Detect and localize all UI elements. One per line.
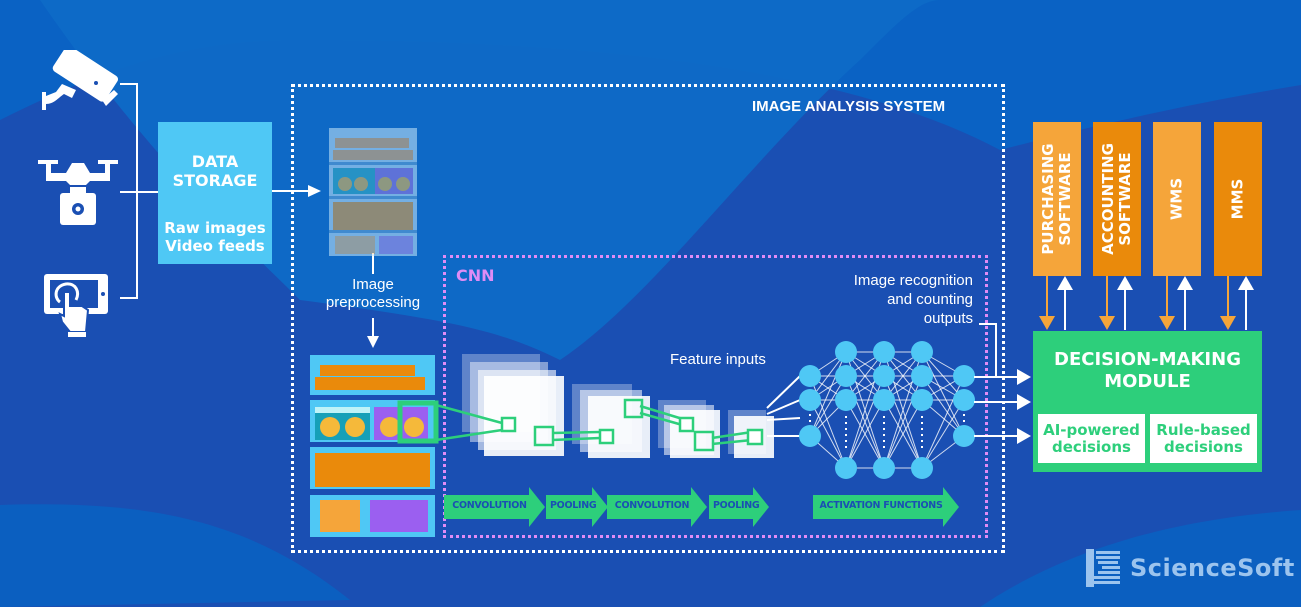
image-preprocessing-label: Image preprocessing	[313, 276, 433, 312]
nn-node	[799, 389, 821, 411]
feature-map-1d	[484, 376, 564, 456]
feature-map-2c	[588, 396, 650, 458]
down-arrow-head	[1220, 316, 1236, 330]
nn-connection	[921, 375, 965, 437]
system-box-4: MMS	[1214, 122, 1262, 276]
image-analysis-system-title: IMAGE ANALYSIS SYSTEM	[752, 98, 946, 115]
nn-connection	[921, 399, 965, 469]
dmm-title-line1: DECISION-MAKING	[1054, 349, 1241, 370]
nn-node	[873, 365, 895, 387]
up-arrow-head	[1177, 276, 1193, 290]
nn-node	[911, 341, 933, 363]
nn-node	[873, 389, 895, 411]
stage-label: CONVOLUTION	[614, 500, 690, 511]
nn-connection	[921, 375, 965, 469]
down-arrow-head	[1159, 316, 1175, 330]
outputs-line1: Image recognition	[853, 272, 973, 289]
cnn-border	[443, 255, 988, 538]
tablet-touch-icon	[44, 274, 108, 337]
down-arrow-head	[1039, 316, 1055, 330]
stage-arrow-5: ACTIVATION FUNCTIONS	[813, 487, 959, 527]
sciencesoft-logo-icon	[1086, 549, 1120, 587]
nn-connection	[809, 375, 847, 437]
nn-node	[873, 457, 895, 479]
shelf-image-raw	[329, 128, 417, 256]
nn-node	[911, 457, 933, 479]
nn-node	[953, 389, 975, 411]
ai-line2: decisions	[1052, 437, 1131, 456]
nn-node	[835, 341, 857, 363]
system-box-3: WMS	[1153, 122, 1201, 276]
nn-node	[953, 425, 975, 447]
data-storage-sub-line2: Video feeds	[165, 237, 265, 255]
nn-node	[799, 425, 821, 447]
preprocessing-line2: preprocessing	[325, 294, 421, 311]
nn-connection	[845, 399, 885, 469]
drone-camera-icon	[38, 160, 118, 225]
nn-node	[835, 457, 857, 479]
shelf-image-processed	[310, 355, 439, 537]
rule-line2: decisions	[1164, 437, 1243, 456]
nn-connection	[809, 351, 847, 437]
preprocessing-line1: Image	[352, 276, 394, 293]
security-camera-icon	[42, 50, 119, 110]
image-analysis-system-border	[291, 84, 1005, 553]
outputs-line3: outputs	[923, 310, 973, 327]
data-storage-sub-line1: Raw images	[164, 219, 266, 237]
dmm-title-line2: MODULE	[1104, 371, 1191, 392]
nn-node	[835, 389, 857, 411]
data-storage-title-line2: STORAGE	[172, 171, 258, 190]
decision-making-module: DECISION-MAKING MODULE AI-powered decisi…	[1033, 331, 1262, 472]
stage-label: ACTIVATION FUNCTIONS	[819, 500, 943, 511]
nn-node	[873, 341, 895, 363]
nn-connection	[921, 351, 965, 437]
stage-arrow-4: POOLING	[709, 487, 769, 527]
nn-node	[953, 365, 975, 387]
up-arrow-head	[1117, 276, 1133, 290]
rule-based-decisions: Rule-based decisions	[1150, 414, 1257, 463]
nn-node	[911, 365, 933, 387]
nn-connection	[883, 399, 923, 469]
ai-line1: AI-powered	[1043, 420, 1140, 439]
rule-line1: Rule-based	[1156, 420, 1251, 439]
up-arrow-head	[1238, 276, 1254, 290]
up-arrow-head	[1057, 276, 1073, 290]
stage-arrow-1: CONVOLUTION	[444, 487, 545, 527]
outputs-line2: and counting	[887, 291, 973, 308]
data-storage-box: DATA STORAGE Raw images Video feeds	[158, 122, 272, 264]
nn-node	[911, 389, 933, 411]
stage-label: POOLING	[550, 500, 597, 511]
data-storage-title-line1: DATA	[191, 152, 239, 171]
stage-label: POOLING	[713, 500, 760, 511]
stage-arrow-3: CONVOLUTION	[607, 487, 707, 527]
feature-inputs-label: Feature inputs	[670, 351, 766, 368]
sciencesoft-brand: ScienceSoft	[1130, 554, 1295, 582]
outputs-label: Image recognition and counting outputs	[800, 271, 973, 328]
nn-node	[799, 365, 821, 387]
cnn-title: CNN	[456, 266, 495, 285]
down-arrow-head	[1099, 316, 1115, 330]
ai-powered-decisions: AI-powered decisions	[1038, 414, 1145, 463]
nn-node	[835, 365, 857, 387]
stage-label: CONVOLUTION	[452, 500, 527, 511]
stage-arrow-2: POOLING	[546, 487, 608, 527]
nn-connection	[809, 399, 847, 469]
